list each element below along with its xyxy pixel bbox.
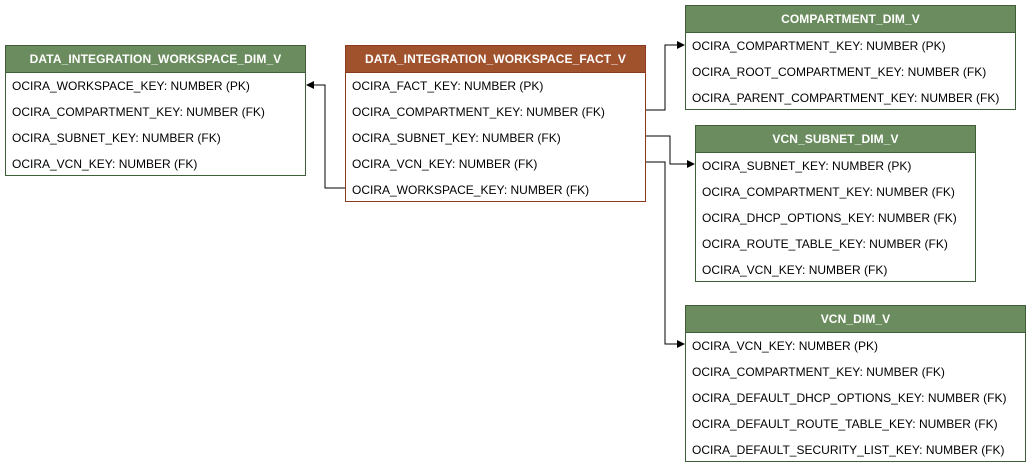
entity-header: COMPARTMENT_DIM_V [686,6,1015,33]
field-row: OCIRA_ROOT_COMPARTMENT_KEY: NUMBER (FK) [692,65,987,79]
field-row: OCIRA_COMPARTMENT_KEY: NUMBER (FK) [352,105,605,119]
entity-workspace-dim: DATA_INTEGRATION_WORKSPACE_DIM_V OCIRA_W… [5,45,306,176]
entity-vcn-dim: VCN_DIM_V OCIRA_VCN_KEY: NUMBER (PK) OCI… [685,305,1026,462]
field-row: OCIRA_WORKSPACE_KEY: NUMBER (PK) [12,79,250,93]
entity-header: VCN_SUBNET_DIM_V [696,126,975,153]
field-row: OCIRA_PARENT_COMPARTMENT_KEY: NUMBER (FK… [692,91,1000,105]
field-row: OCIRA_COMPARTMENT_KEY: NUMBER (FK) [12,105,265,119]
entity-compartment-dim: COMPARTMENT_DIM_V OCIRA_COMPARTMENT_KEY:… [685,5,1016,110]
connector-workspace [306,81,346,189]
connector-compartment [646,41,685,111]
field-row: OCIRA_COMPARTMENT_KEY: NUMBER (PK) [692,39,946,53]
field-row: OCIRA_FACT_KEY: NUMBER (PK) [352,79,544,93]
field-row: OCIRA_ROUTE_TABLE_KEY: NUMBER (FK) [702,237,948,251]
field-row: OCIRA_COMPARTMENT_KEY: NUMBER (FK) [692,365,945,379]
field-row: OCIRA_DEFAULT_SECURITY_LIST_KEY: NUMBER … [692,443,1005,457]
field-row: OCIRA_SUBNET_KEY: NUMBER (FK) [352,131,561,145]
connector-subnet [646,135,695,168]
field-row: OCIRA_DEFAULT_ROUTE_TABLE_KEY: NUMBER (F… [692,417,998,431]
field-row: OCIRA_VCN_KEY: NUMBER (FK) [12,157,198,171]
entity-header: VCN_DIM_V [686,306,1025,333]
connector-vcn [646,161,685,348]
field-row: OCIRA_SUBNET_KEY: NUMBER (PK) [702,159,912,173]
field-row: OCIRA_DEFAULT_DHCP_OPTIONS_KEY: NUMBER (… [692,391,1007,405]
field-row: OCIRA_VCN_KEY: NUMBER (PK) [692,339,879,353]
entity-header: DATA_INTEGRATION_WORKSPACE_DIM_V [6,46,305,73]
field-row: OCIRA_COMPARTMENT_KEY: NUMBER (FK) [702,185,955,199]
field-row: OCIRA_DHCP_OPTIONS_KEY: NUMBER (FK) [702,211,957,225]
field-row: OCIRA_WORKSPACE_KEY: NUMBER (FK) [352,183,590,197]
entity-header: DATA_INTEGRATION_WORKSPACE_FACT_V [346,46,645,73]
field-row: OCIRA_VCN_KEY: NUMBER (FK) [352,157,538,171]
entity-workspace-fact: DATA_INTEGRATION_WORKSPACE_FACT_V OCIRA_… [345,45,646,202]
field-row: OCIRA_VCN_KEY: NUMBER (FK) [702,263,888,277]
entity-vcn-subnet-dim: VCN_SUBNET_DIM_V OCIRA_SUBNET_KEY: NUMBE… [695,125,976,282]
field-row: OCIRA_SUBNET_KEY: NUMBER (FK) [12,131,221,145]
